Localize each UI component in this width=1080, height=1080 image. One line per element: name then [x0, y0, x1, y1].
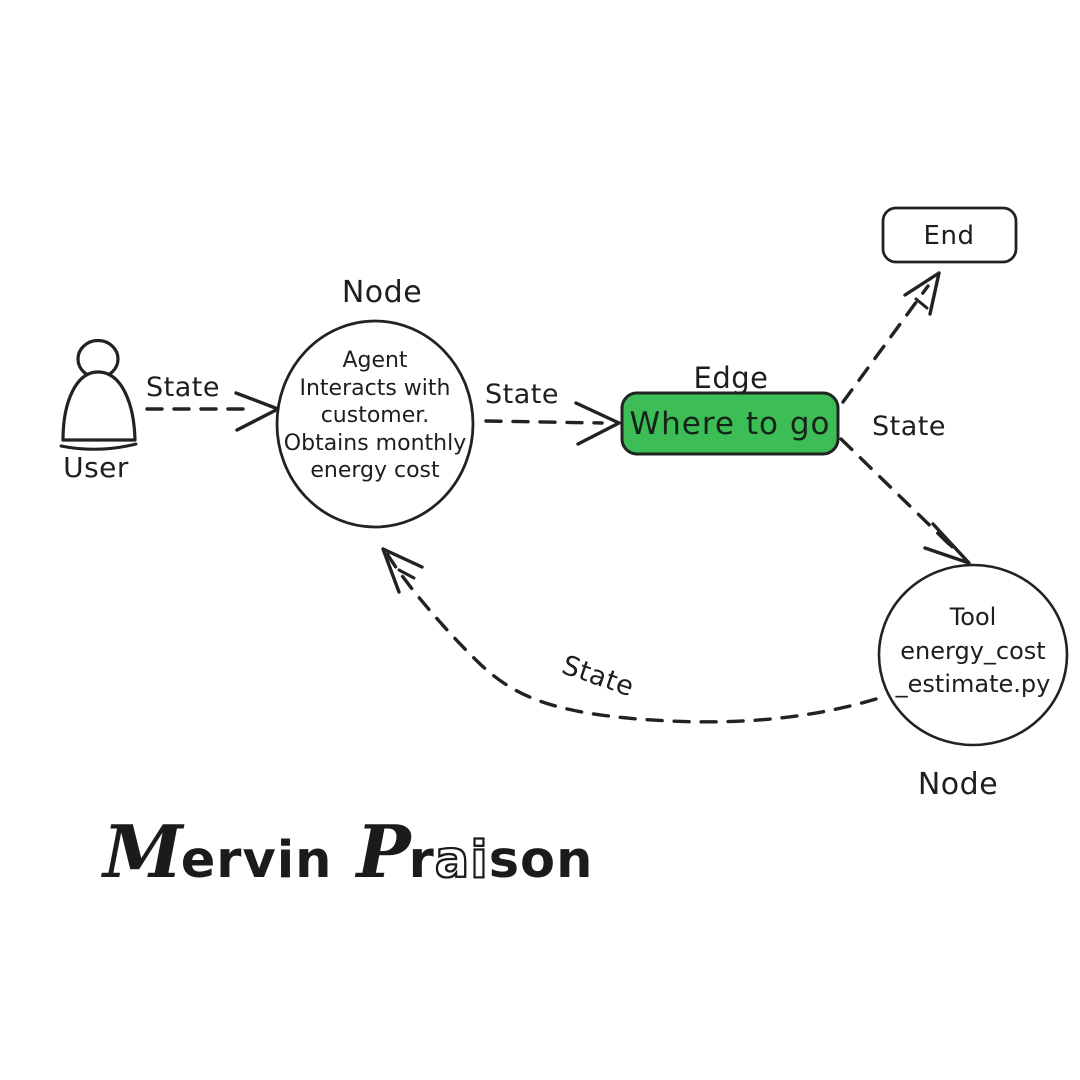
agent-text-line: energy cost: [310, 458, 440, 483]
logo-word2-end: son: [488, 831, 594, 890]
logo-word2-start: r: [408, 831, 435, 890]
arrowhead: [381, 547, 424, 594]
logo-word1-rest: ervin: [180, 831, 333, 890]
arrowhead-sketch-line: [936, 531, 954, 549]
tool-text-line: energy_cost: [900, 636, 1046, 665]
arrow-user-to-agent: [145, 391, 280, 432]
edge-caption: Edge: [693, 361, 769, 395]
agent-node-caption: Node: [341, 275, 423, 310]
agent-text-line: Obtains monthly: [283, 430, 467, 456]
state-label-edge-branches: State: [872, 411, 946, 442]
arrow-edge-to-tool: [839, 437, 971, 565]
logo-word1-initial: M: [103, 809, 183, 894]
arrowhead-sketch-line: [914, 297, 929, 310]
state-label-user-to-agent: State: [146, 372, 220, 403]
agent-text-line: Interacts with: [299, 375, 451, 401]
arrow-agent-to-edge: [484, 401, 621, 446]
tool-text-line: _estimate.py: [895, 670, 1051, 698]
logo-mervin-praison: M ervin P r ai son: [103, 816, 593, 888]
logo-word2-outline: ai: [434, 831, 489, 890]
user-body: [61, 370, 137, 442]
agent-text-line: Agent: [342, 348, 408, 373]
agent-text-line: customer.: [320, 403, 430, 428]
arrowhead-sketch-line: [397, 568, 416, 580]
user-label: User: [63, 451, 129, 484]
user-figure-icon: [59, 338, 138, 451]
tool-node-circle: [877, 563, 1069, 747]
logo-word2-initial: P: [356, 809, 410, 894]
arrow-edge-to-end: [841, 271, 941, 404]
user-body-sketch-line: [59, 442, 138, 451]
end-box: [881, 206, 1018, 264]
tool-node-caption: Node: [917, 767, 999, 802]
end-box-label: End: [923, 221, 975, 251]
edge-box-label: Where to go: [629, 406, 831, 442]
arrowhead: [903, 271, 941, 316]
arrowhead: [234, 391, 280, 432]
arrowhead: [923, 522, 971, 565]
state-label-agent-to-edge: State: [485, 379, 559, 410]
arrowhead: [574, 401, 621, 446]
edge-box: [620, 391, 840, 456]
tool-text-line: Tool: [949, 603, 997, 631]
arrow-tool-to-agent: [381, 547, 878, 724]
tool-node-text: Tool energy_cost _estimate.py: [874, 601, 1072, 702]
agent-node-text: Agent Interacts with customer. Obtains m…: [269, 347, 481, 485]
agent-node-circle: [275, 319, 475, 529]
